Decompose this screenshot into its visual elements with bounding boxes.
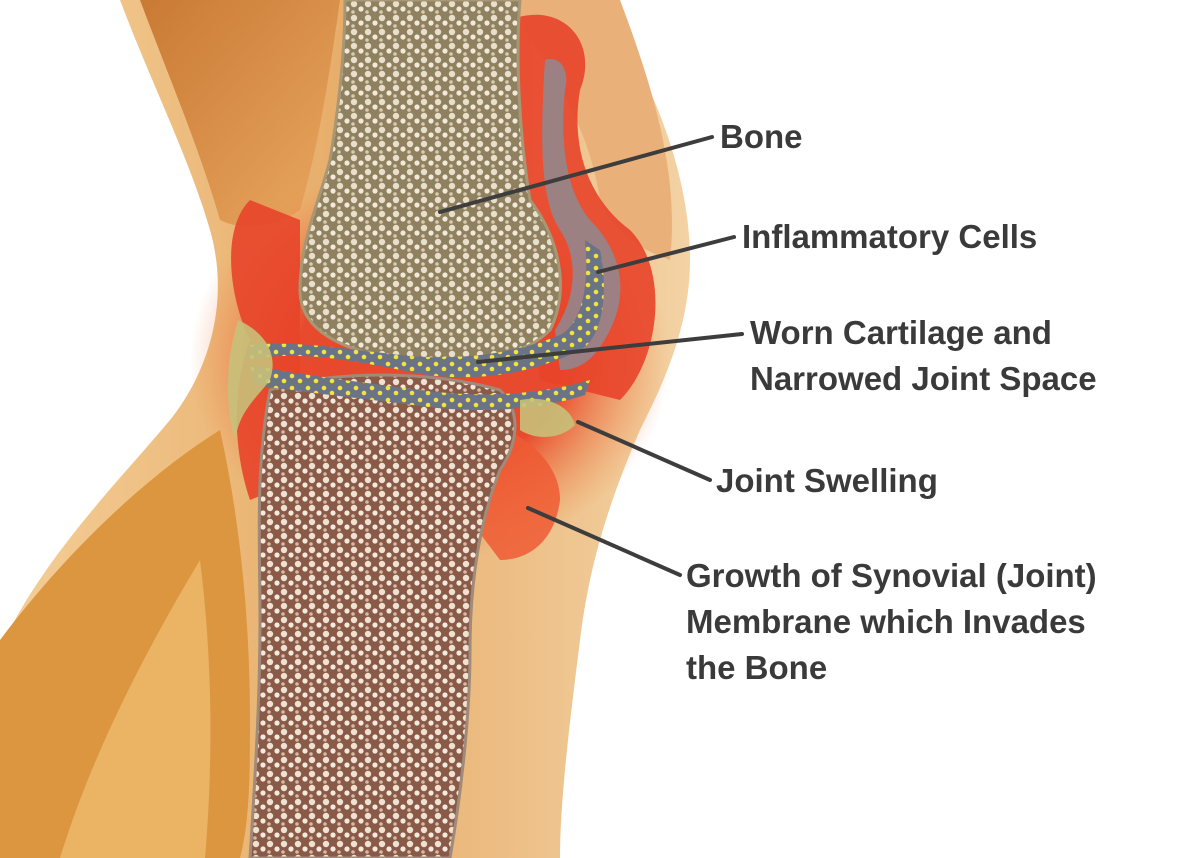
joint-space-lower	[250, 365, 590, 411]
leader-worn-cartilage	[476, 332, 744, 364]
label-worn-cartilage-line-2: Narrowed Joint Space	[750, 360, 1097, 397]
label-synovial-growth-line-2: Membrane which Invades	[686, 603, 1086, 640]
label-bone-line: Bone	[720, 118, 803, 155]
shin-muscle-light	[60, 560, 211, 858]
label-synovial-growth-line-3: the Bone	[686, 649, 828, 686]
label-bone: Bone	[720, 114, 803, 160]
leader-bone	[438, 135, 714, 214]
label-synovial-growth: Growth of Synovial (Joint) Membrane whic…	[686, 553, 1097, 691]
label-worn-cartilage: Worn Cartilage and Narrowed Joint Space	[750, 310, 1097, 402]
leader-synovial-growth	[526, 506, 682, 577]
thigh-muscle-right	[500, 0, 672, 260]
label-inflammatory-cells: Inflammatory Cells	[742, 214, 1037, 260]
label-synovial-growth-line-1: Growth of Synovial (Joint)	[686, 557, 1097, 594]
thigh-muscle	[140, 0, 340, 227]
leader-inflammatory-cells	[596, 235, 736, 274]
label-inflammatory-cells-line: Inflammatory Cells	[742, 218, 1038, 255]
label-worn-cartilage-line-1: Worn Cartilage and	[750, 314, 1052, 351]
meniscus-right	[520, 398, 575, 437]
label-joint-swelling-line: Joint Swelling	[716, 462, 938, 499]
meniscus-left	[227, 320, 273, 440]
leader-joint-swelling	[576, 420, 712, 482]
leader-lines	[438, 135, 744, 577]
label-joint-swelling: Joint Swelling	[716, 458, 938, 504]
tibia	[248, 373, 517, 858]
